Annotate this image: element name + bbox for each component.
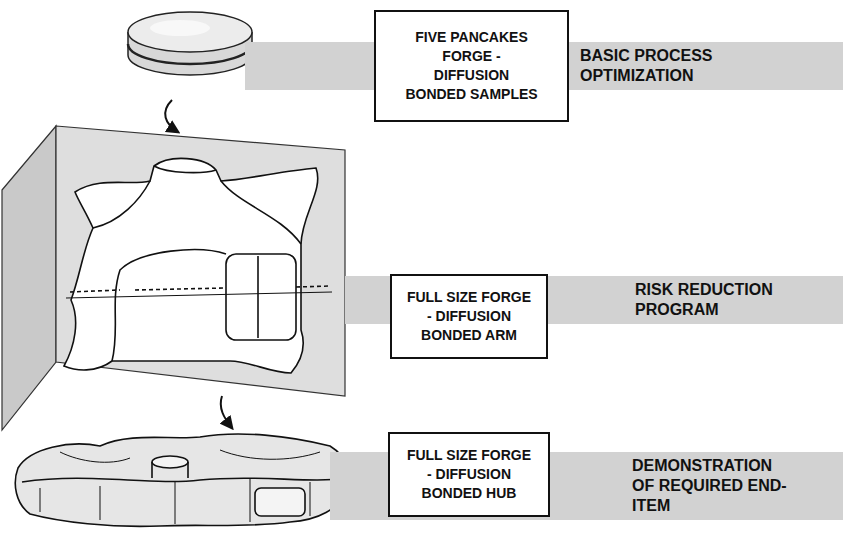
stage-label: RISK REDUCTION PROGRAM (635, 280, 795, 320)
bonded-arm (64, 158, 332, 373)
pancake-disc (128, 12, 252, 75)
box-text: FIVE PANCAKES FORGE - DIFFUSION BONDED S… (404, 28, 539, 104)
process-box: FULL SIZE FORGE - DIFFUSION BONDED HUB (388, 432, 550, 517)
section-plane (2, 126, 345, 430)
process-box: FIVE PANCAKES FORGE - DIFFUSION BONDED S… (374, 10, 569, 122)
flow-arrow (221, 396, 232, 428)
process-box: FULL SIZE FORGE - DIFFUSION BONDED ARM (390, 274, 548, 359)
flow-arrow (165, 100, 178, 132)
stage-label: BASIC PROCESS OPTIMIZATION (580, 46, 740, 86)
bonded-hub (15, 434, 348, 526)
stage-label: DEMONSTRATION OF REQUIRED END-ITEM (632, 456, 792, 516)
box-text: FULL SIZE FORGE - DIFFUSION BONDED HUB (404, 446, 534, 503)
box-text: FULL SIZE FORGE - DIFFUSION BONDED ARM (404, 288, 534, 345)
